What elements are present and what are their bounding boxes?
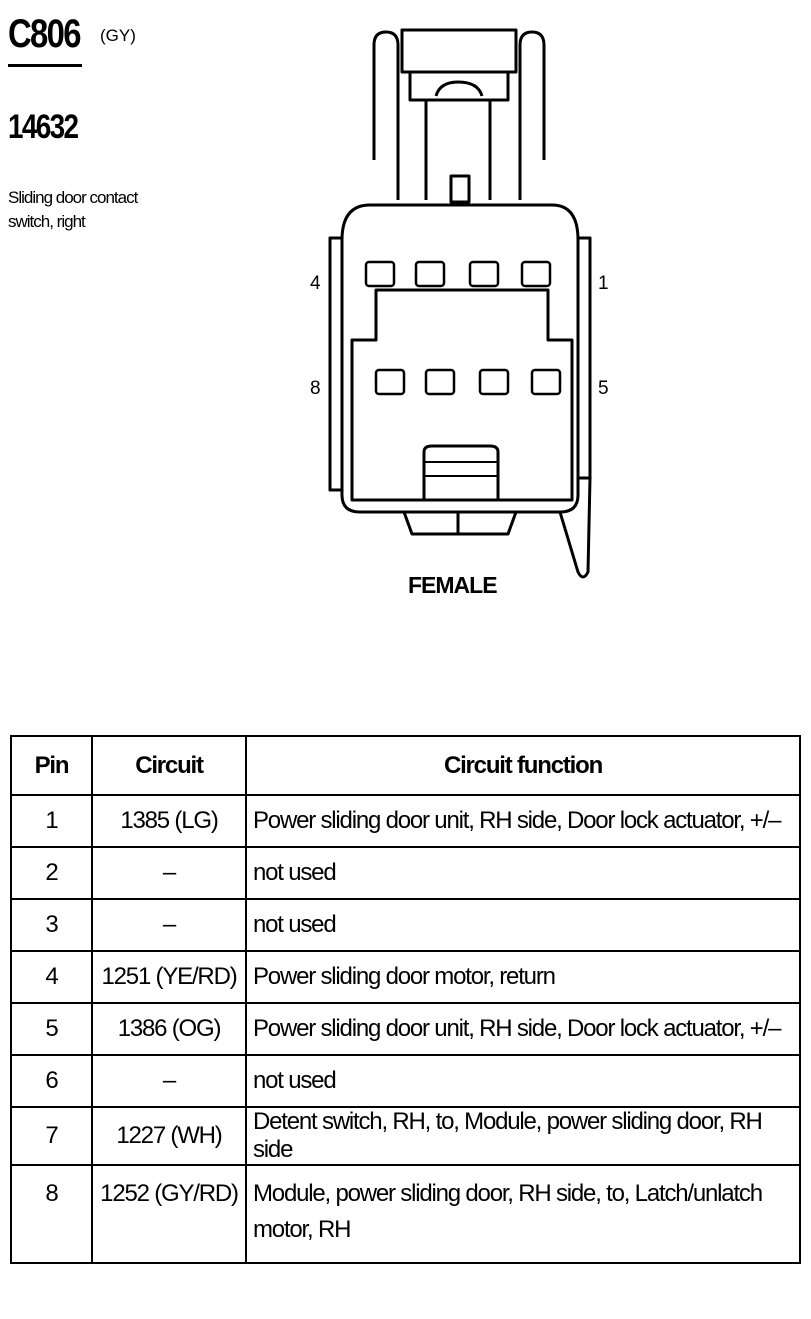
pin-cell: 7 bbox=[10, 1106, 93, 1166]
circuit-cell: 1385 (LG) bbox=[91, 794, 247, 848]
cavity-3 bbox=[414, 260, 446, 288]
pin-label-1: 1 bbox=[598, 273, 609, 294]
part-number: 14632 bbox=[8, 108, 79, 146]
circuit-cell: 1227 (WH) bbox=[91, 1106, 247, 1166]
connector-face-drawing bbox=[328, 28, 592, 579]
cavity-row-bottom bbox=[374, 368, 562, 396]
pin-cell: 2 bbox=[10, 846, 93, 900]
table-header-row: Pin Circuit Circuit function bbox=[10, 735, 801, 796]
lock-tab-outer bbox=[400, 28, 518, 74]
connector-gender-label: FEMALE bbox=[408, 572, 498, 598]
circuit-cell: 1251 (YE/RD) bbox=[91, 950, 247, 1004]
table-row: 5 1386 (OG) Power sliding door unit, RH … bbox=[10, 1002, 801, 1056]
function-cell: Power sliding door unit, RH side, Door l… bbox=[245, 794, 801, 848]
pin-cell: 5 bbox=[10, 1002, 93, 1056]
connector-id: C806 bbox=[8, 12, 81, 56]
function-cell: not used bbox=[245, 1054, 801, 1108]
table-row: 2 – not used bbox=[10, 846, 801, 900]
circuit-cell: 1252 (GY/RD) bbox=[91, 1164, 247, 1264]
shell-flange-left bbox=[328, 236, 342, 492]
function-cell: Module, power sliding door, RH side, to,… bbox=[245, 1164, 801, 1264]
function-cell: Detent switch, RH, to, Module, power sli… bbox=[245, 1106, 801, 1166]
pin-cell: 8 bbox=[10, 1164, 93, 1264]
circuit-cell: – bbox=[91, 1054, 247, 1108]
cavity-7 bbox=[424, 368, 456, 396]
connector-shell bbox=[340, 203, 580, 514]
cavity-row-top bbox=[364, 260, 552, 288]
description-line-1: Sliding door contact bbox=[8, 188, 138, 207]
cavity-5 bbox=[530, 368, 562, 396]
cavity-1 bbox=[520, 260, 552, 288]
pin-cell: 4 bbox=[10, 950, 93, 1004]
lock-tab-tongue bbox=[424, 100, 492, 200]
cavity-6 bbox=[478, 368, 510, 396]
pin-cell: 3 bbox=[10, 898, 93, 952]
table-row: 6 – not used bbox=[10, 1054, 801, 1108]
circuit-cell: – bbox=[91, 846, 247, 900]
polarizing-key bbox=[422, 444, 500, 500]
function-cell: Power sliding door unit, RH side, Door l… bbox=[245, 1002, 801, 1056]
description-line-2: switch, right bbox=[8, 212, 86, 231]
polarizing-key-lines bbox=[424, 461, 498, 477]
pin-cell: 1 bbox=[10, 794, 93, 848]
table-row: 8 1252 (GY/RD) Module, power sliding doo… bbox=[10, 1164, 801, 1264]
table-row: 1 1385 (LG) Power sliding door unit, RH … bbox=[10, 794, 801, 848]
circuit-cell: – bbox=[91, 898, 247, 952]
cavity-8 bbox=[374, 368, 406, 396]
function-cell: not used bbox=[245, 898, 801, 952]
column-header-circuit: Circuit bbox=[91, 735, 247, 796]
table-row: 3 – not used bbox=[10, 898, 801, 952]
pin-cell: 6 bbox=[10, 1054, 93, 1108]
color-code: (GY) bbox=[100, 26, 136, 45]
lock-tab-body bbox=[408, 72, 510, 102]
column-header-pin: Pin bbox=[10, 735, 93, 796]
pin-label-8: 8 bbox=[310, 378, 321, 399]
function-cell: Power sliding door motor, return bbox=[245, 950, 801, 1004]
lock-tab-cap bbox=[434, 80, 484, 97]
table-row: 7 1227 (WH) Detent switch, RH, to, Modul… bbox=[10, 1106, 801, 1166]
column-header-circuit-function: Circuit function bbox=[245, 735, 801, 796]
pin-label-5: 5 bbox=[598, 378, 609, 399]
pinout-table: Pin Circuit Circuit function 1 1385 (LG)… bbox=[10, 735, 801, 1264]
title-underline bbox=[8, 64, 82, 67]
cavity-2 bbox=[468, 260, 500, 288]
table-row: 4 1251 (YE/RD) Power sliding door motor,… bbox=[10, 950, 801, 1004]
bottom-rib bbox=[402, 511, 518, 536]
latch-arm-left bbox=[372, 30, 400, 200]
shell-flange-right bbox=[578, 236, 592, 480]
cavity-4 bbox=[364, 260, 396, 288]
circuit-cell: 1386 (OG) bbox=[91, 1002, 247, 1056]
function-cell: not used bbox=[245, 846, 801, 900]
connector-description: Sliding door contact switch, right bbox=[8, 186, 198, 234]
pin-label-4: 4 bbox=[310, 273, 321, 294]
lock-tab-slot bbox=[449, 174, 471, 204]
release-lever bbox=[558, 477, 592, 579]
latch-arm-right bbox=[518, 30, 546, 200]
